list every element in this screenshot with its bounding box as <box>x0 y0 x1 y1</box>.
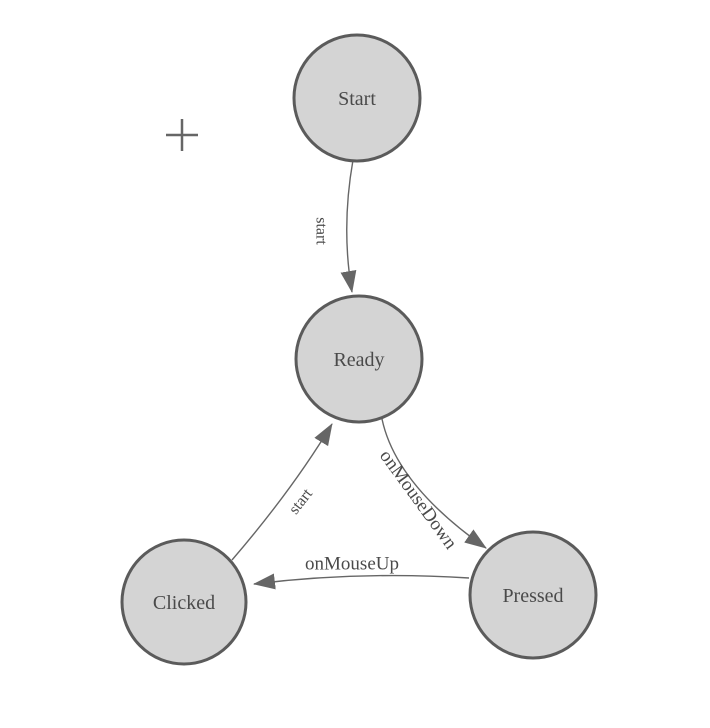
state-node-ready[interactable]: Ready <box>294 294 424 424</box>
edge-line-pressed-to-clicked[interactable] <box>253 573 470 590</box>
edge-label-onmousedown: onMouseDown <box>375 446 461 554</box>
edge-label-start-1: start <box>312 217 329 245</box>
edge-clicked-to-ready: start <box>231 423 333 561</box>
edge-line-clicked-to-ready[interactable] <box>231 423 333 561</box>
edge-start-to-ready: start <box>312 159 357 293</box>
edge-label-onmouseup: onMouseUp <box>305 554 399 575</box>
edge-line-ready-to-pressed[interactable] <box>381 418 487 549</box>
state-node-pressed[interactable]: Pressed <box>468 530 598 660</box>
state-node-clicked[interactable]: Clicked <box>120 538 248 666</box>
state-circle-pressed[interactable] <box>468 530 598 660</box>
state-label-clicked: Clicked <box>153 592 215 614</box>
state-node-start[interactable]: Start <box>292 33 422 163</box>
state-label-pressed: Pressed <box>502 585 563 607</box>
crosshair-icon <box>166 119 198 151</box>
state-label-start: Start <box>338 88 376 110</box>
edge-label-start-2: start <box>286 485 317 518</box>
edge-line-start-to-ready[interactable] <box>340 159 357 293</box>
edge-pressed-to-clicked: onMouseUp <box>253 554 470 590</box>
state-label-ready: Ready <box>333 349 384 371</box>
state-circle-start[interactable] <box>292 33 422 163</box>
state-circle-ready[interactable] <box>294 294 424 424</box>
state-circle-clicked[interactable] <box>120 538 248 666</box>
edge-ready-to-pressed: onMouseDown <box>375 418 487 554</box>
